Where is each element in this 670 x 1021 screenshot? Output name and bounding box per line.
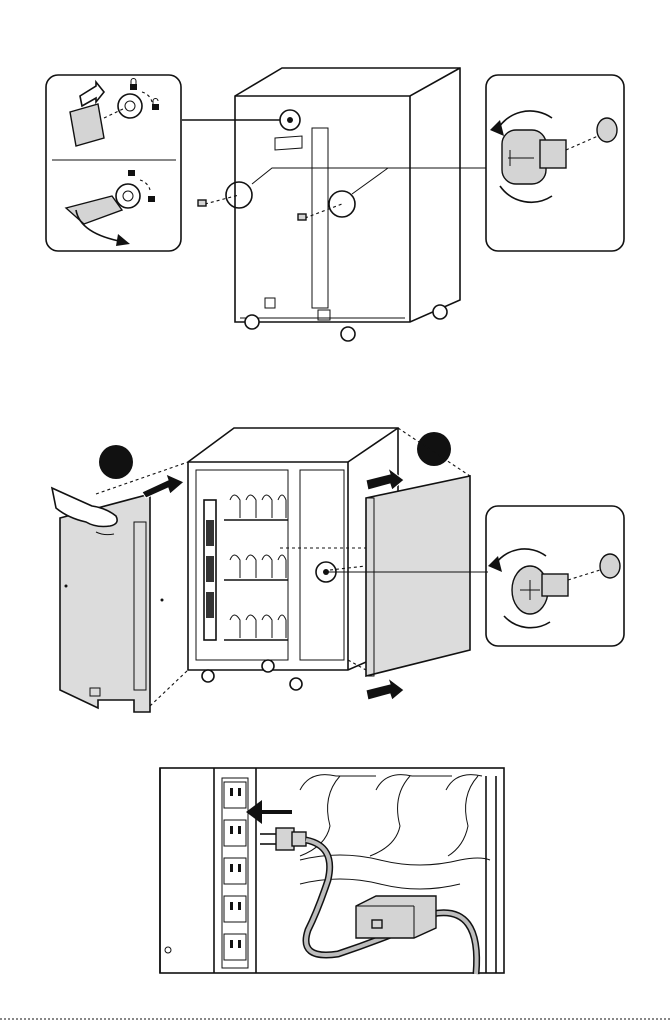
step-marker-1 [99,445,133,479]
step-2-remove-side-panels [52,428,624,712]
key-unlock-inset [46,75,181,251]
step-3-unplug-adapter [160,768,504,974]
step-marker-2 [417,432,451,466]
screw-removal-inset [486,75,624,251]
power-adapter-icon [356,896,436,938]
charging-cabinet-closed [198,68,460,341]
step-1-unlock-and-remove-screws [46,68,624,341]
right-side-panel [366,476,470,676]
left-side-panel [60,494,164,712]
